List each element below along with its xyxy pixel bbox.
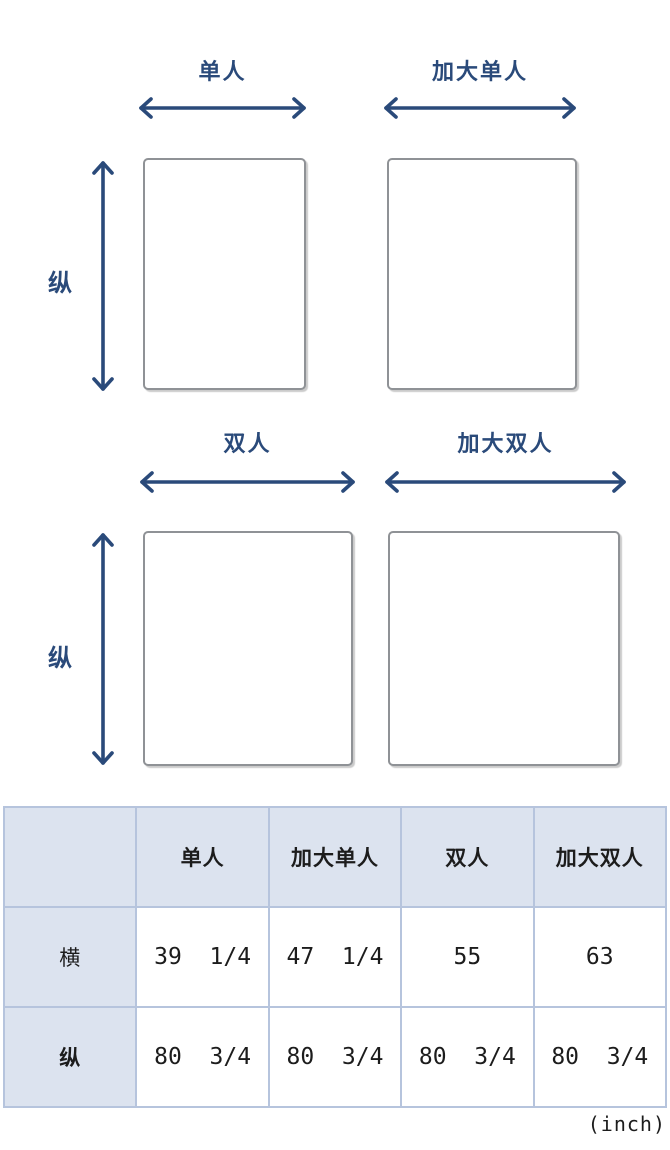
row-header-length: 纵 bbox=[2, 1006, 138, 1108]
bed-rect-king bbox=[388, 531, 620, 766]
table-header-double: 双人 bbox=[400, 806, 535, 908]
cell-length-twin-xl: 80 3/4 bbox=[267, 1006, 403, 1108]
cell-length-double: 80 3/4 bbox=[400, 1006, 535, 1108]
table-header-row: 单人 加大单人 双人 加大双人 bbox=[2, 806, 668, 908]
size-label-double: 双人 bbox=[223, 431, 272, 456]
width-arrow-double-icon bbox=[140, 471, 355, 493]
width-arrow-single-icon bbox=[139, 97, 306, 119]
table-header-empty bbox=[2, 806, 138, 908]
table-row-length: 纵 80 3/4 80 3/4 80 3/4 80 3/4 bbox=[2, 1006, 668, 1108]
length-label-top: 纵 bbox=[48, 270, 72, 297]
cell-width-twin-xl: 47 1/4 bbox=[267, 906, 403, 1008]
table-header-twin-xl: 加大单人 bbox=[267, 806, 403, 908]
width-arrow-king-icon bbox=[385, 471, 626, 493]
size-table: 单人 加大单人 双人 加大双人 横 39 1/4 47 1/4 55 63 纵 … bbox=[2, 806, 668, 1108]
cell-width-king: 63 bbox=[532, 906, 668, 1008]
length-label-bottom: 纵 bbox=[48, 645, 72, 672]
cell-width-single: 39 1/4 bbox=[135, 906, 270, 1008]
cell-length-single: 80 3/4 bbox=[135, 1006, 270, 1108]
length-arrow-top-icon bbox=[92, 161, 114, 391]
bed-rect-twin-xl bbox=[387, 158, 577, 390]
unit-note: (inch) bbox=[587, 1112, 666, 1136]
size-label-single: 单人 bbox=[198, 59, 247, 84]
size-label-twin-xl: 加大单人 bbox=[431, 59, 528, 84]
bed-rect-double bbox=[143, 531, 353, 766]
cell-length-king: 80 3/4 bbox=[532, 1006, 668, 1108]
length-arrow-bottom-icon bbox=[92, 533, 114, 765]
size-label-king: 加大双人 bbox=[457, 431, 554, 456]
table-header-king: 加大双人 bbox=[532, 806, 668, 908]
width-arrow-twin-xl-icon bbox=[384, 97, 576, 119]
row-header-width: 横 bbox=[2, 906, 138, 1008]
table-row-width: 横 39 1/4 47 1/4 55 63 bbox=[2, 906, 668, 1008]
cell-width-double: 55 bbox=[400, 906, 535, 1008]
table-header-single: 单人 bbox=[135, 806, 270, 908]
bed-rect-single bbox=[143, 158, 306, 390]
